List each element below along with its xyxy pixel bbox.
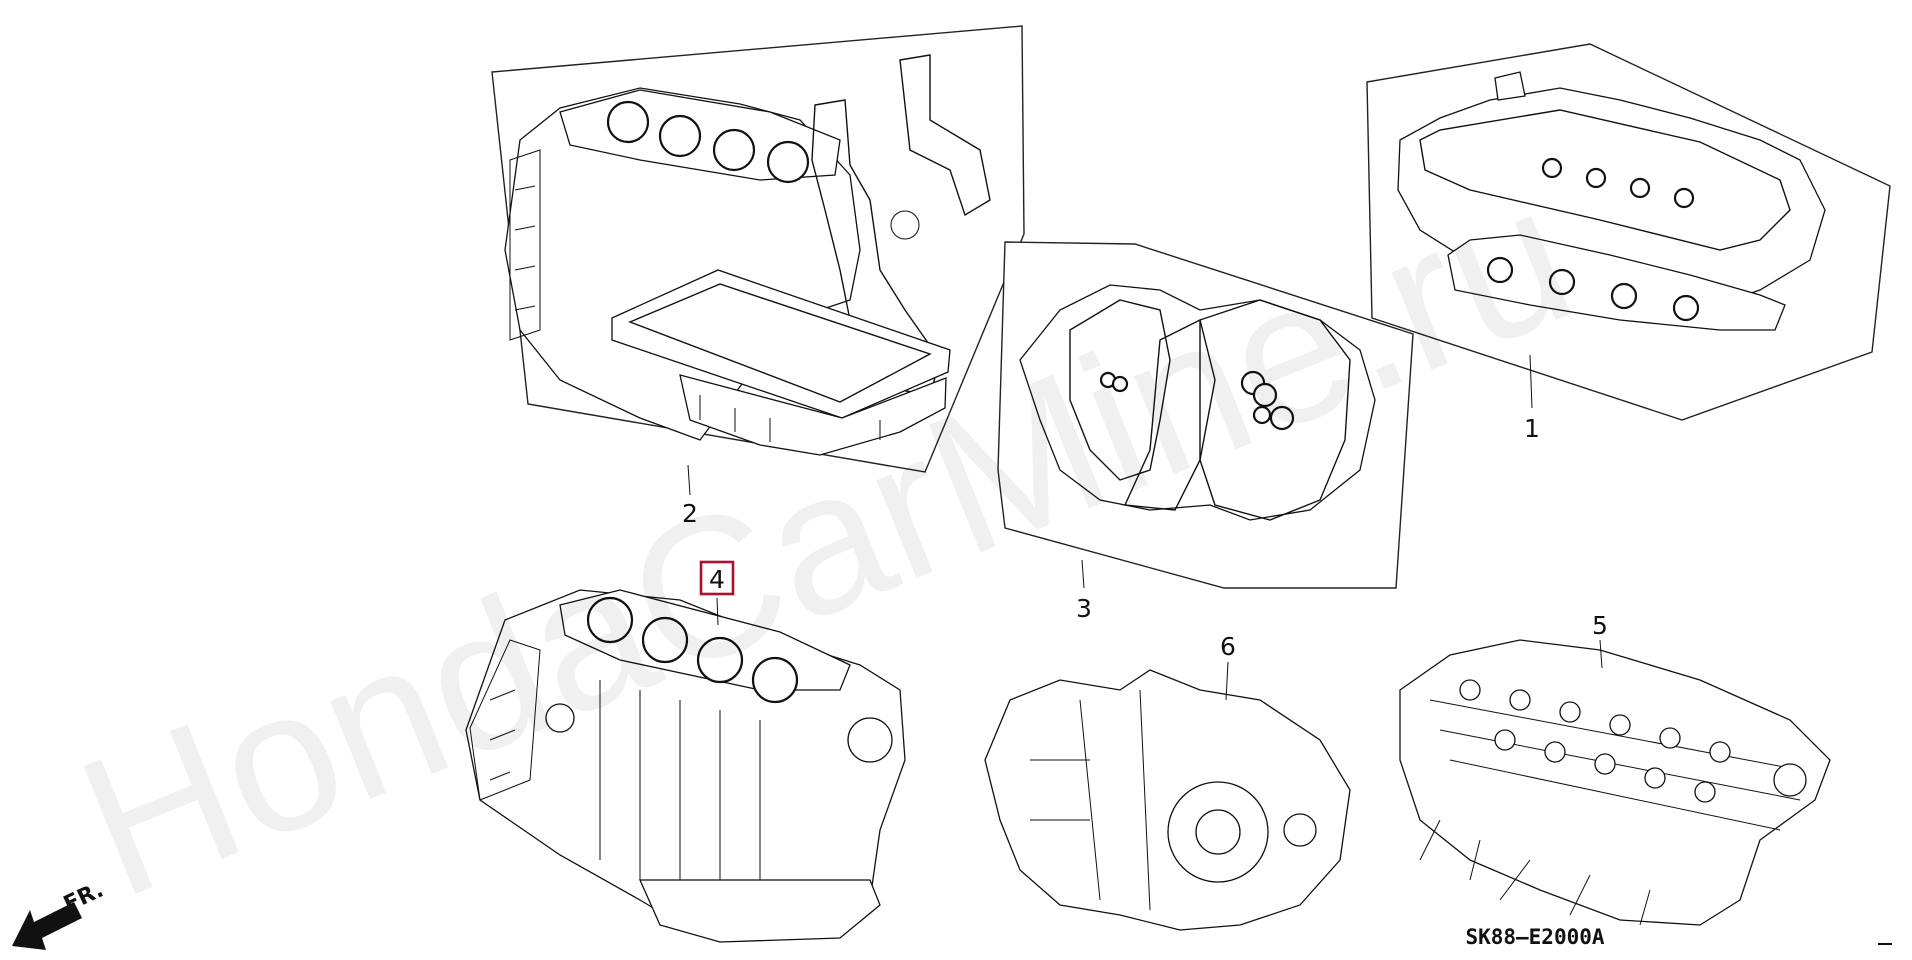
callout-6[interactable]: 6 [1220,632,1236,661]
diagram-reference-code: SK88–E2000A [1465,925,1604,949]
front-arrow-icon [12,902,82,950]
kit-1-leader [1529,354,1533,409]
block-4-ribs [599,680,761,905]
head-5-studs [1419,819,1651,926]
kit-3-oring-2 [1111,375,1129,393]
kit-1-cover-gasket [1419,109,1791,251]
short-block-4-group[interactable]: 4 [465,560,906,943]
kit-2-timing-gasket-top [899,54,991,217]
block-4-plug [545,703,575,733]
kit-3-gasket-right [1199,299,1351,521]
kit-2-leader [687,464,691,496]
trans-6-leader [1225,661,1229,701]
kit-2-bore-4 [766,140,810,184]
kit-2-bore-1 [606,100,650,144]
head-5-silhouette [1399,639,1831,926]
trans-6-silhouette [984,669,1351,931]
kit-3-leader [1081,559,1085,589]
block-4-pump [847,717,893,763]
callout-4[interactable]: 4 [709,565,725,594]
callout-4-box [699,560,735,596]
callout-2[interactable]: 2 [682,499,698,528]
kit-2-bore-3 [712,128,756,172]
kit-3-gasket-left [1069,299,1171,481]
block-4-bore-3 [696,636,744,684]
gasket-kit-3-group[interactable]: 3 [997,241,1414,623]
kit-1-exhaust-gasket [1447,234,1786,331]
block-4-leader [716,597,719,626]
kit-1-plug-seal-4 [1673,187,1695,209]
head-5-leader [1599,639,1603,669]
kit-1-port-2 [1548,268,1576,296]
callout-5[interactable]: 5 [1592,611,1608,640]
transmission-6-group[interactable]: 6 [984,632,1351,931]
kit-2-seal [890,210,920,240]
kit-1-plug-seal-2 [1585,167,1607,189]
kit-2-oilpan-inner [628,283,932,403]
trans-6-diff-seal [1283,813,1317,847]
kit-3-seal-3 [1252,405,1272,425]
kit-1-filler-cap [1494,71,1526,101]
gasket-kit-2-group[interactable]: 2 [491,25,1025,528]
block-4-oilpan [638,879,881,943]
kit-1-plug-seal-3 [1629,177,1651,199]
callout-3[interactable]: 3 [1076,594,1092,623]
kit-2-flange [509,149,541,341]
head-5-valve-springs [1459,679,1731,803]
trans-6-input-shaft [1195,809,1241,855]
block-4-flange [469,639,541,801]
block-4-bore-4 [751,656,799,704]
kit-1-plug-seal-1 [1541,157,1563,179]
kit-3-seal-2 [1252,382,1278,408]
direction-label: FR. [60,878,107,918]
kit-2-oilpan-ribs [699,395,881,442]
kit-2-bore-2 [658,114,702,158]
kit-3-case-silhouette [1019,284,1376,521]
head-5-cam-seal [1773,763,1807,797]
gasket-kit-1-group[interactable]: 1 [1366,43,1891,443]
kit-3-seal-4 [1269,405,1295,431]
cylinder-head-5-group[interactable]: 5 [1399,611,1831,926]
front-direction-indicator: FR. [12,878,107,950]
kit-1-port-4 [1672,294,1700,322]
kit-3-gasket-mid [1123,318,1216,511]
kit-1-port-1 [1486,256,1514,284]
block-4-bore-2 [641,616,689,664]
trans-6-case-lines [1030,689,1151,911]
callout-1[interactable]: 1 [1524,414,1540,443]
block-4-bore-1 [586,596,634,644]
kit-2-oilpan-gasket [611,269,951,419]
kit-1-port-3 [1610,282,1638,310]
